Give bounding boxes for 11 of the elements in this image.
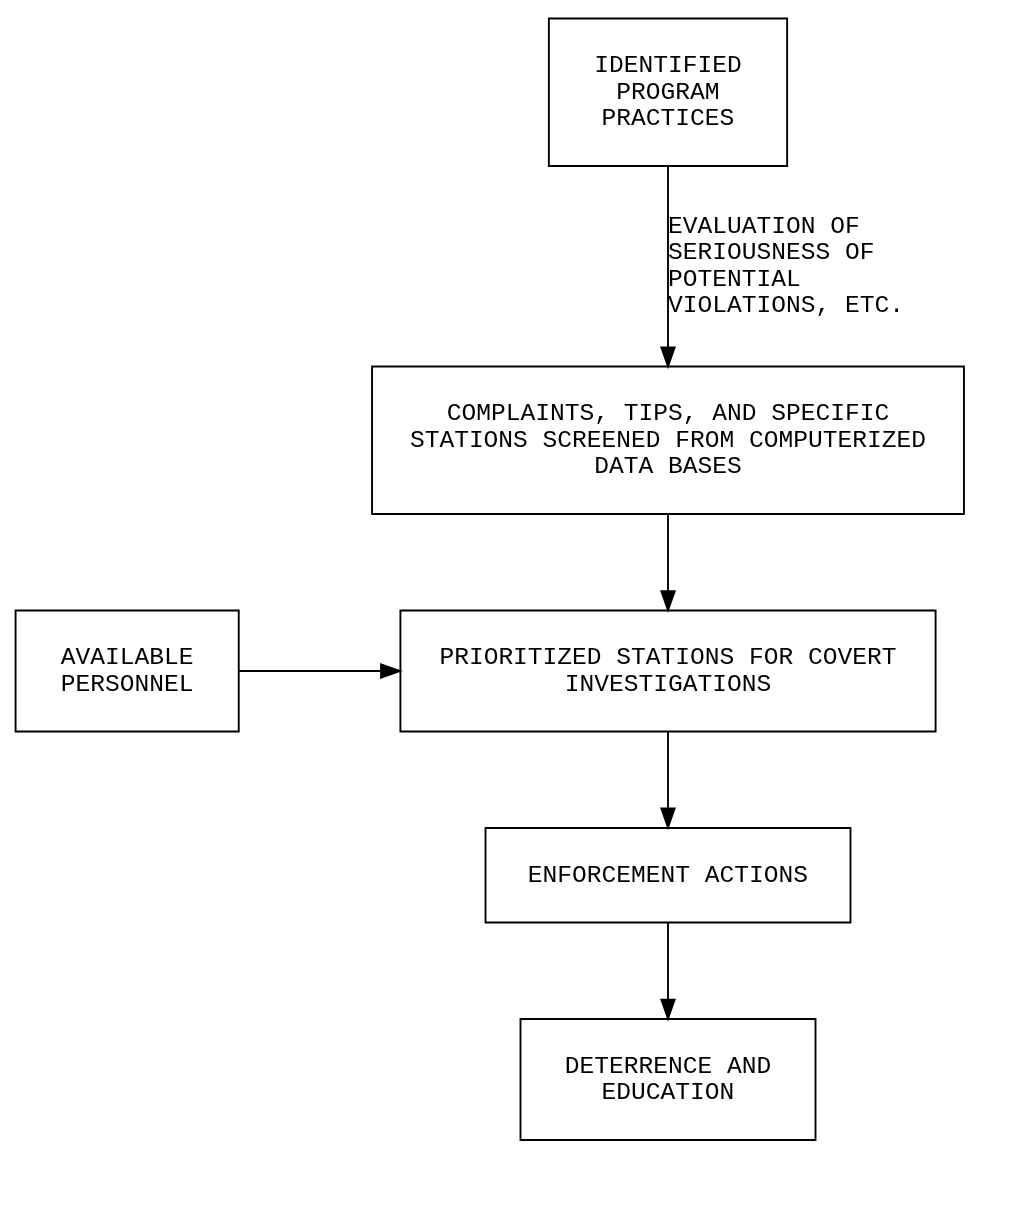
arrow [238,663,403,679]
node-box: COMPLAINTS, TIPS, AND SPECIFIC STATIONS SCREENED FROM COMPUTERIZED DATA BASES [371,365,965,515]
node-box: IDENTIFIED PROGRAM PRACTICES [547,17,789,167]
node-box: PRIORITIZED STATIONS FOR COVERT INVESTIGATIONS [399,609,937,733]
node-box: AVAILABLE PERSONNEL [14,609,240,733]
node-box: DETERRENCE AND EDUCATION [519,1018,817,1141]
arrow [660,921,676,1022]
arrow [660,513,676,614]
arrow [660,731,676,831]
node-box: ENFORCEMENT ACTIONS [484,827,852,924]
arrow [660,165,676,370]
